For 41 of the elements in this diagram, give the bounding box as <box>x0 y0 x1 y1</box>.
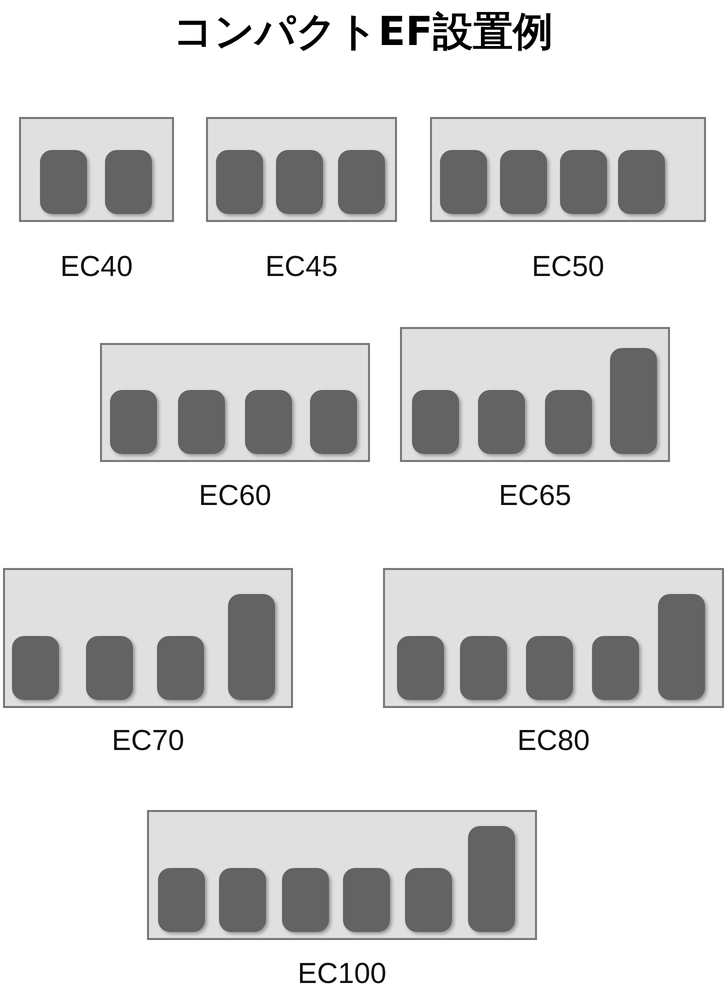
tall-unit-block <box>610 348 657 454</box>
unit-block <box>545 390 592 454</box>
model-label: EC80 <box>516 725 591 758</box>
model-label: EC40 <box>59 251 134 284</box>
unit-block <box>12 636 59 700</box>
unit-block <box>110 390 157 454</box>
tall-unit-block <box>468 826 515 932</box>
unit-block <box>560 150 607 214</box>
unit-block <box>216 150 263 214</box>
unit-block <box>500 150 547 214</box>
model-label: EC65 <box>498 480 572 513</box>
unit-block <box>310 390 357 454</box>
unit-block <box>276 150 323 214</box>
unit-block <box>178 390 225 454</box>
tall-unit-block <box>228 594 275 700</box>
tall-unit-block <box>658 594 705 700</box>
model-label: EC60 <box>198 480 272 513</box>
model-label: EC45 <box>264 251 339 284</box>
model-label: EC70 <box>110 725 186 758</box>
unit-block <box>618 150 665 214</box>
diagram-title: コンパクトEF設置例 <box>172 8 554 57</box>
unit-block <box>440 150 487 214</box>
unit-block <box>526 636 573 700</box>
unit-block <box>397 636 444 700</box>
unit-block <box>219 868 266 932</box>
model-label: EC50 <box>530 251 606 284</box>
model-label: EC100 <box>296 958 388 991</box>
unit-block <box>86 636 133 700</box>
unit-block <box>245 390 292 454</box>
unit-block <box>40 150 87 214</box>
unit-block <box>460 636 507 700</box>
unit-block <box>338 150 385 214</box>
unit-block <box>282 868 329 932</box>
unit-block <box>157 636 204 700</box>
unit-block <box>158 868 205 932</box>
unit-block <box>412 390 459 454</box>
unit-block <box>343 868 390 932</box>
unit-block <box>592 636 639 700</box>
unit-block <box>478 390 525 454</box>
unit-block <box>405 868 452 932</box>
unit-block <box>105 150 152 214</box>
